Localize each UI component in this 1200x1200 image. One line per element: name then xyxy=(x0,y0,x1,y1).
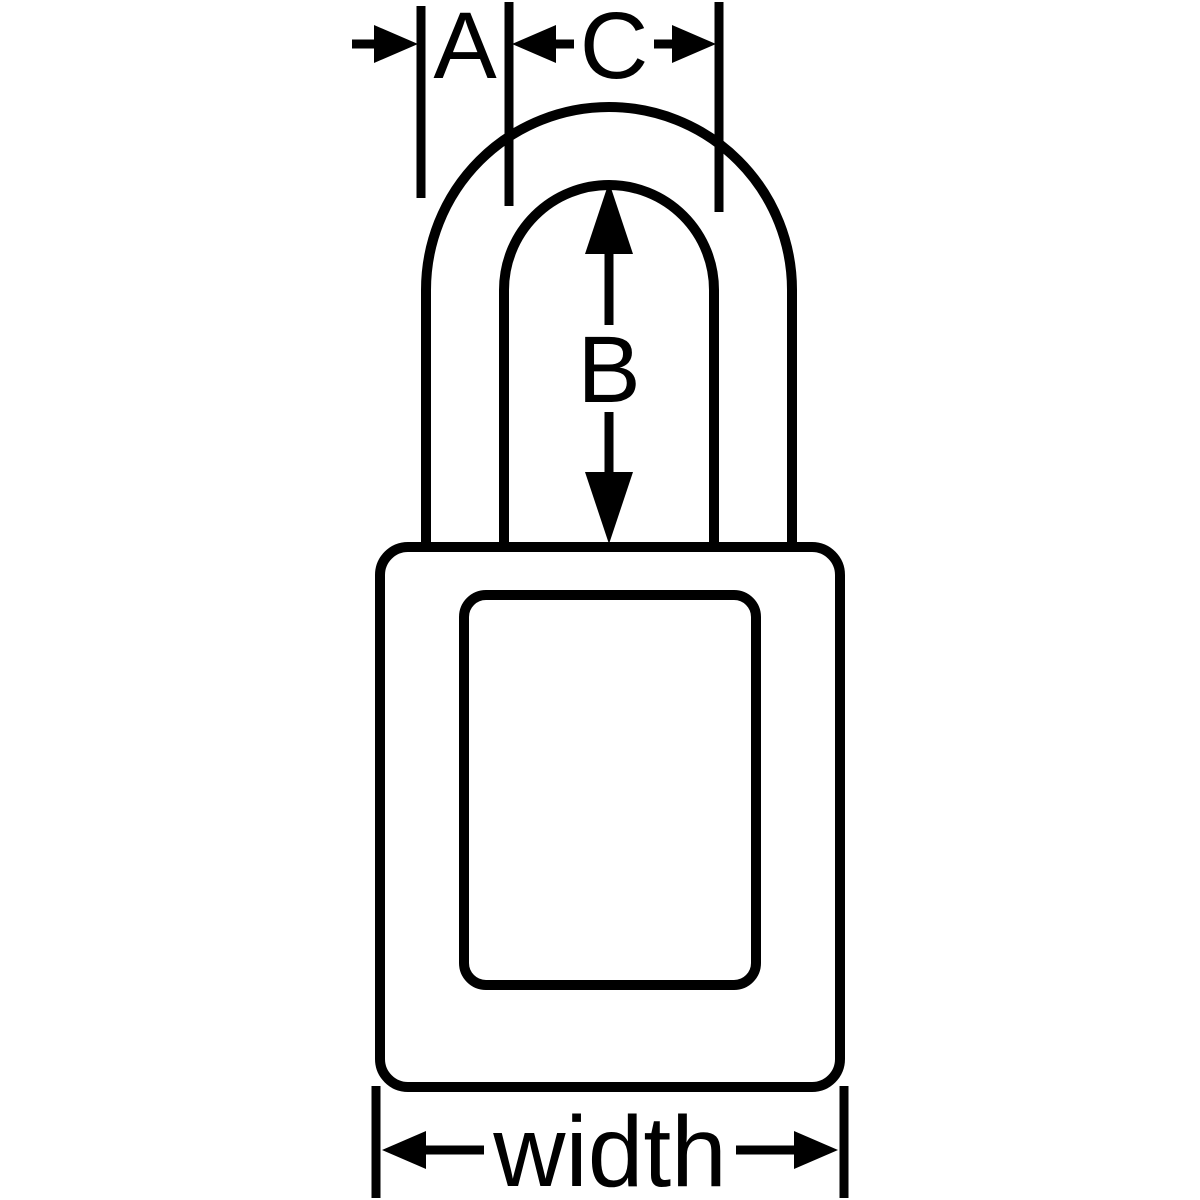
dim-b-arrowhead-up xyxy=(585,182,633,254)
dim-c-label: C xyxy=(580,0,649,99)
dim-a-arrowhead-right xyxy=(374,25,418,63)
dim-a-label: A xyxy=(433,0,497,99)
dim-width-arrowhead-left xyxy=(382,1131,426,1169)
dim-c-arrowhead-left xyxy=(512,25,556,63)
dim-width-arrowhead-right xyxy=(794,1131,838,1169)
dim-b-label: B xyxy=(577,317,640,423)
dim-width-label: width xyxy=(492,1096,726,1200)
lock-body-panel xyxy=(459,590,761,990)
dim-b-arrowhead-down xyxy=(585,472,633,544)
dim-c-arrowhead-right xyxy=(672,25,716,63)
